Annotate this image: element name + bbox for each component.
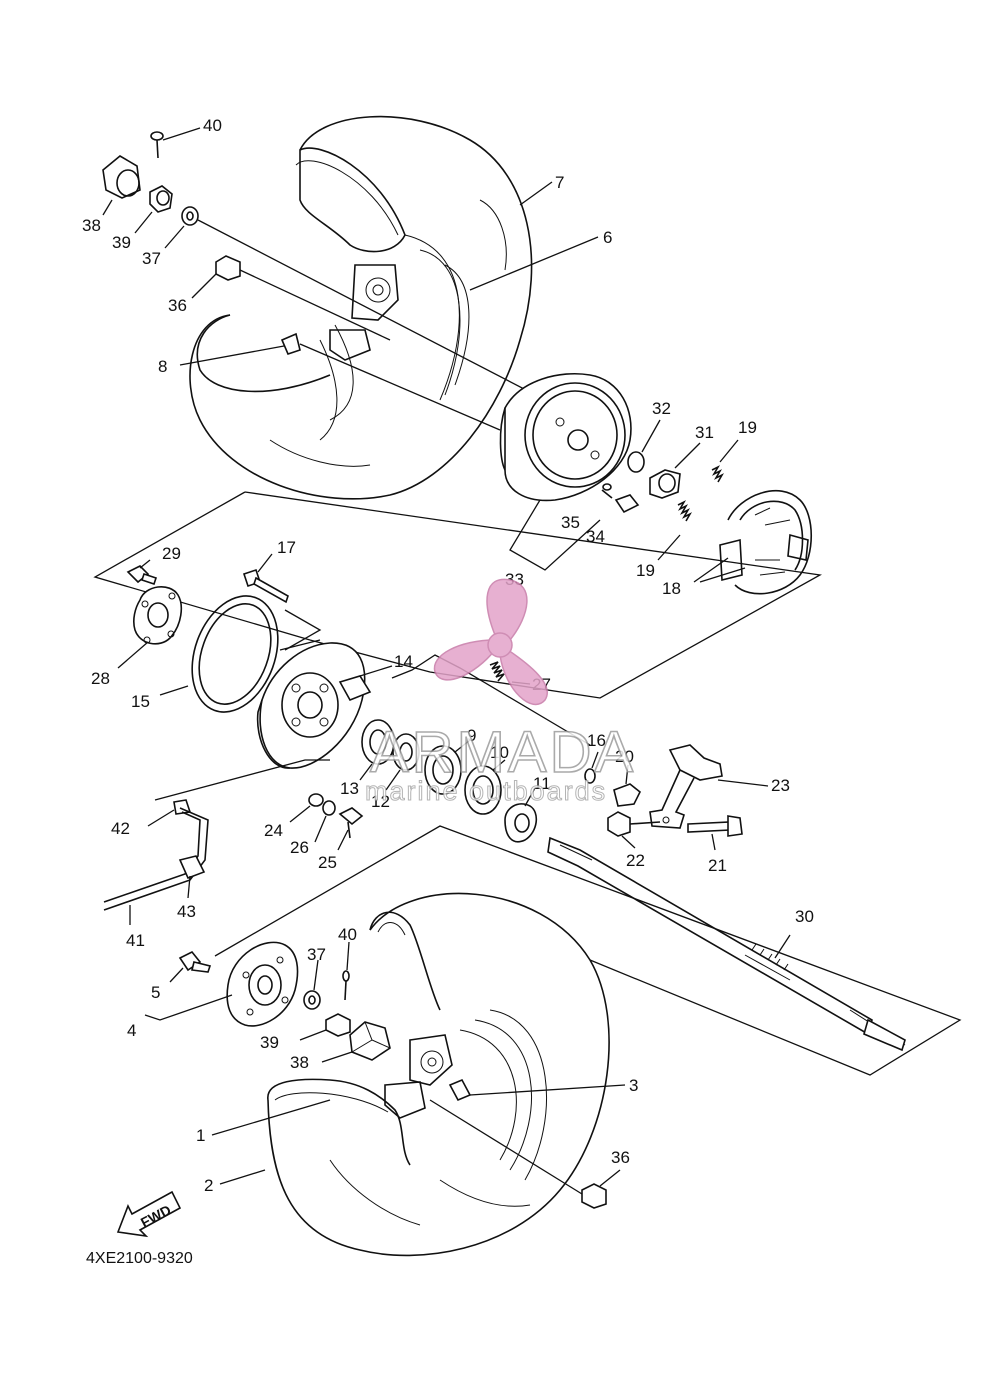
callout-21: 21 bbox=[708, 856, 727, 875]
brake-drum-33 bbox=[499, 372, 632, 571]
callout-26: 26 bbox=[290, 838, 309, 857]
callout-10: 10 bbox=[490, 743, 509, 762]
bearing-13 bbox=[359, 719, 395, 781]
callout-23: 23 bbox=[771, 776, 790, 795]
pipe-41 bbox=[103, 807, 209, 925]
watermark: ARMADA marine outboards bbox=[365, 578, 636, 807]
callout-40: 40 bbox=[203, 116, 222, 135]
callout-37b: 37 bbox=[307, 945, 326, 964]
callout-36: 36 bbox=[168, 296, 187, 315]
washer-37-lower bbox=[303, 959, 321, 1010]
callout-9: 9 bbox=[467, 726, 476, 745]
callout-43: 43 bbox=[177, 902, 196, 921]
callout-35: 35 bbox=[561, 513, 580, 532]
hub-4 bbox=[226, 941, 299, 1027]
spacer-9 bbox=[424, 739, 471, 795]
brake-panel-14 bbox=[256, 609, 393, 769]
callout-38: 38 bbox=[82, 216, 101, 235]
nut-22 bbox=[607, 811, 661, 849]
bolt-17 bbox=[242, 553, 289, 604]
callout-17: 17 bbox=[277, 538, 296, 557]
callout-3: 3 bbox=[629, 1076, 638, 1095]
callout-11: 11 bbox=[533, 774, 551, 793]
castle-nut-38 bbox=[102, 155, 141, 216]
callout-2: 2 bbox=[204, 1176, 213, 1195]
callout-39: 39 bbox=[112, 233, 131, 252]
axle-30 bbox=[547, 836, 906, 1052]
nut-39 bbox=[134, 185, 173, 234]
callout-37: 37 bbox=[142, 249, 161, 268]
spring-19-upper bbox=[711, 439, 739, 483]
o-ring-32 bbox=[627, 419, 661, 473]
callout-7: 7 bbox=[555, 173, 564, 192]
bearing-10 bbox=[464, 759, 506, 815]
callout-31: 31 bbox=[695, 423, 714, 442]
callout-25: 25 bbox=[318, 853, 337, 872]
watermark-brand: ARMADA bbox=[370, 720, 636, 785]
propeller-logo-icon bbox=[433, 578, 548, 706]
upper-wheel bbox=[189, 115, 533, 500]
screw-34 bbox=[601, 483, 640, 514]
spring-19-lower bbox=[657, 500, 693, 561]
callout-34: 34 bbox=[586, 527, 605, 546]
callout-42: 42 bbox=[111, 819, 130, 838]
nut-36-lower bbox=[429, 1099, 621, 1209]
plate-28 bbox=[117, 586, 183, 669]
diagram-code: 4XE2100-9320 bbox=[86, 1250, 193, 1267]
washer-24 bbox=[289, 793, 324, 823]
callout-12: 12 bbox=[371, 792, 390, 811]
stud-3 bbox=[448, 1078, 626, 1102]
callout-41: 41 bbox=[126, 931, 145, 950]
callout-14: 14 bbox=[394, 652, 413, 671]
bolt-21 bbox=[687, 815, 743, 851]
callout-36b: 36 bbox=[611, 1148, 630, 1167]
castle-nut-38-lower bbox=[321, 1021, 391, 1063]
callout-19a: 19 bbox=[738, 418, 757, 437]
bracket-23 bbox=[649, 744, 769, 829]
collar-11 bbox=[504, 787, 538, 843]
bolt-29 bbox=[126, 559, 158, 586]
lower-wheel bbox=[267, 892, 610, 1257]
callout-20: 20 bbox=[615, 747, 634, 766]
callout-24: 24 bbox=[264, 821, 283, 840]
callout-32: 32 bbox=[652, 399, 671, 418]
bolt-5 bbox=[169, 950, 212, 983]
callout-40b: 40 bbox=[338, 925, 357, 944]
seal-12 bbox=[385, 733, 420, 791]
washer-37 bbox=[164, 206, 556, 406]
callout-5: 5 bbox=[151, 983, 160, 1002]
brake-shoes-18 bbox=[693, 489, 813, 595]
callout-38b: 38 bbox=[290, 1053, 309, 1072]
washer-26 bbox=[314, 800, 336, 843]
cotter-pin-40 bbox=[150, 127, 201, 159]
fwd-arrow-icon: FWD bbox=[116, 1190, 182, 1238]
bolt-25 bbox=[337, 807, 364, 851]
stud-8 bbox=[179, 332, 501, 431]
callout-39b: 39 bbox=[260, 1033, 279, 1052]
callout-19b: 19 bbox=[636, 561, 655, 580]
watermark-tagline: marine outboards bbox=[365, 776, 607, 806]
callout-22: 22 bbox=[626, 851, 645, 870]
callout-1: 1 bbox=[196, 1126, 205, 1145]
callout-29: 29 bbox=[162, 544, 181, 563]
callout-labels: 40 38 39 37 36 7 6 8 32 31 19 35 34 19 3… bbox=[82, 116, 814, 1195]
nut-36-upper bbox=[191, 255, 391, 341]
callout-30: 30 bbox=[795, 907, 814, 926]
nut-39-lower bbox=[299, 1013, 351, 1041]
seal-15 bbox=[159, 595, 279, 713]
callout-18: 18 bbox=[662, 579, 681, 598]
callout-15: 15 bbox=[131, 692, 150, 711]
callout-28: 28 bbox=[91, 669, 110, 688]
callout-8: 8 bbox=[158, 357, 167, 376]
cotter-pin-40-lower bbox=[342, 941, 350, 1001]
callout-6: 6 bbox=[603, 228, 612, 247]
clamp-43 bbox=[178, 855, 206, 899]
callout-4: 4 bbox=[127, 1021, 136, 1040]
clip-20 bbox=[613, 764, 642, 807]
callout-13: 13 bbox=[340, 779, 359, 798]
o-ring-16 bbox=[584, 751, 599, 784]
bushing-31 bbox=[649, 442, 701, 499]
callout-16: 16 bbox=[587, 731, 606, 750]
